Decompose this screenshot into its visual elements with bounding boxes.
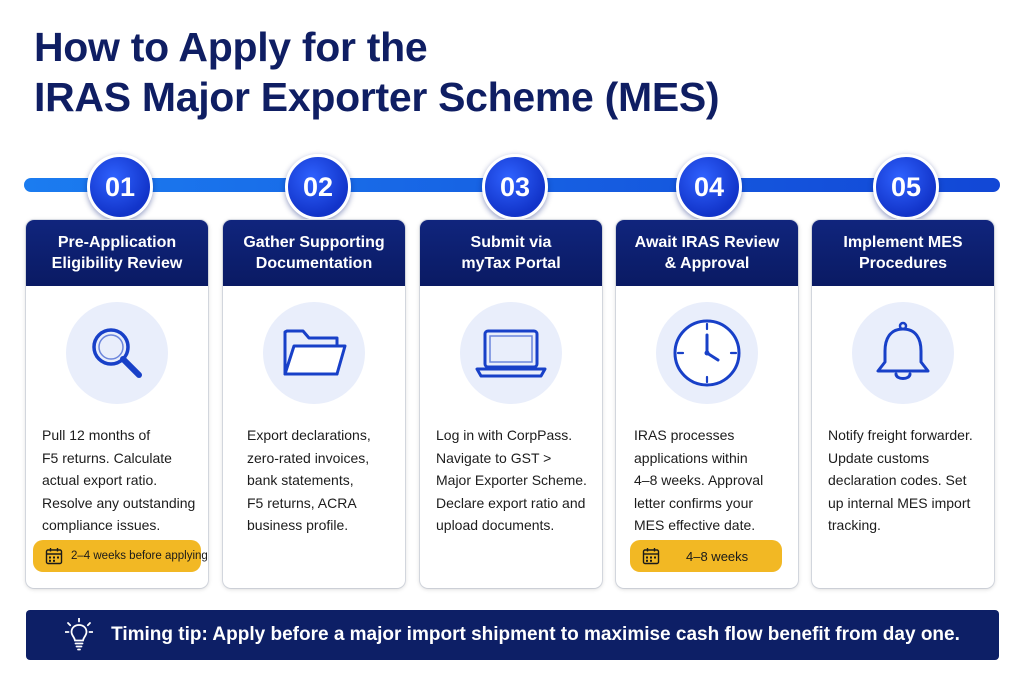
step-card-2-text-line-2: zero-rated invoices, xyxy=(247,449,370,466)
laptop-icon xyxy=(460,302,562,404)
step-card-2-text-line-1: Export declarations, xyxy=(247,427,371,443)
step-card-1-text-line-4: Resolve any outstanding xyxy=(42,494,196,511)
page-title: How to Apply for the IRAS Major Exporter… xyxy=(34,22,720,122)
step-card-4-text-line-2: applications within xyxy=(634,449,748,466)
clock-icon xyxy=(656,302,758,404)
step-number-badge-2: 02 xyxy=(285,154,351,220)
step-card-4-text-line-4: letter confirms your xyxy=(634,494,754,511)
step-card-1: Pre-Application Eligibility Review Pull … xyxy=(26,220,208,588)
step-card-4-header: Await IRAS Review & Approval xyxy=(616,220,798,286)
step-card-4-timing-badge: 4–8 weeks xyxy=(630,540,782,572)
step-card-4-description: IRAS processes applications within 4–8 w… xyxy=(634,424,798,537)
step-card-2-text-line-3: bank statements, xyxy=(247,472,354,488)
step-card-2-title-line-2: Documentation xyxy=(255,255,373,272)
step-card-1-title-line-1: Pre-Application xyxy=(57,234,177,251)
step-card-5-title-line-2: Procedures xyxy=(858,255,948,272)
page-title-line-2: IRAS Major Exporter Scheme (MES) xyxy=(34,74,720,120)
step-card-5-text-line-1: Notify freight forwarder. xyxy=(828,427,973,443)
lightbulb-icon xyxy=(65,618,94,651)
step-card-2-header: Gather Supporting Documentation xyxy=(223,220,405,286)
step-card-5-text-line-4: up internal MES import xyxy=(828,494,971,511)
step-card-3-description: Log in with CorpPass. Navigate to GST > … xyxy=(436,424,602,537)
step-card-1-text-line-5: compliance issues. xyxy=(42,517,161,533)
calendar-icon xyxy=(45,548,63,565)
step-card-1-text-line-3: actual export ratio. xyxy=(42,472,158,488)
step-number-badge-1: 01 xyxy=(87,154,153,220)
step-card-2-title-line-1: Gather Supporting xyxy=(243,234,385,251)
step-card-3-title-line-1: Submit via xyxy=(470,234,552,251)
step-card-5: Implement MES Procedures Notify freight … xyxy=(812,220,994,588)
folder-icon xyxy=(263,302,365,404)
step-card-1-title-line-2: Eligibility Review xyxy=(51,255,183,272)
step-card-4-text-line-3: 4–8 weeks. Approval xyxy=(634,472,764,488)
step-card-3-text-line-4: Declare export ratio and xyxy=(436,494,586,511)
step-card-5-text-line-3: declaration codes. Set xyxy=(828,472,967,488)
step-card-4-title-line-2: & Approval xyxy=(664,255,750,272)
step-card-5-text-line-2: Update customs xyxy=(828,449,930,466)
step-card-1-header: Pre-Application Eligibility Review xyxy=(26,220,208,286)
step-card-1-text-line-1: Pull 12 months of xyxy=(42,427,151,443)
step-number-badge-4: 04 xyxy=(676,154,742,220)
calendar-icon xyxy=(642,548,660,565)
step-card-1-text-line-2: F5 returns. Calculate xyxy=(42,449,172,466)
bell-icon xyxy=(852,302,954,404)
step-card-5-text-line-5: tracking. xyxy=(828,517,881,533)
step-card-2-description: Export declarations, zero-rated invoices… xyxy=(247,424,405,537)
magnifying-glass-icon xyxy=(66,302,168,404)
step-card-2-text-line-5: business profile. xyxy=(247,517,349,533)
step-card-3-text-line-3: Major Exporter Scheme. xyxy=(436,472,587,488)
step-card-4-timing-text: 4–8 weeks xyxy=(686,548,749,564)
step-card-2-text-line-4: F5 returns, ACRA xyxy=(247,494,357,511)
page-title-line-1: How to Apply for the xyxy=(34,24,428,70)
step-card-3-text-line-1: Log in with CorpPass. xyxy=(436,427,573,443)
step-card-1-description: Pull 12 months of F5 returns. Calculate … xyxy=(42,424,208,537)
step-card-1-timing-text: 2–4 weeks before applying xyxy=(71,550,208,562)
step-card-5-description: Notify freight forwarder. Update customs… xyxy=(828,424,994,537)
step-card-4-text-line-5: MES effective date. xyxy=(634,517,756,533)
step-number-badge-3: 03 xyxy=(482,154,548,220)
step-card-4-title-line-1: Await IRAS Review xyxy=(634,234,780,251)
step-card-5-header: Implement MES Procedures xyxy=(812,220,994,286)
step-card-3-text-line-2: Navigate to GST > xyxy=(436,449,552,466)
step-card-1-timing-badge: 2–4 weeks before applying xyxy=(33,540,208,572)
step-number-badge-5: 05 xyxy=(873,154,939,220)
step-card-3-header: Submit via myTax Portal xyxy=(420,220,602,286)
step-card-3-text-line-5: upload documents. xyxy=(436,517,555,533)
step-card-4: Await IRAS Review & Approval IRAS proces… xyxy=(616,220,798,588)
step-card-3-title-line-2: myTax Portal xyxy=(461,255,561,272)
step-card-2: Gather Supporting Documentation Export d… xyxy=(223,220,405,588)
step-card-4-text-line-1: IRAS processes xyxy=(634,427,735,443)
timing-tip-text: Timing tip: Apply before a major import … xyxy=(111,624,960,645)
timing-tip-banner: Timing tip: Apply before a major import … xyxy=(26,610,999,660)
step-card-5-title-line-1: Implement MES xyxy=(843,234,963,251)
step-card-3: Submit via myTax Portal Log in with Corp… xyxy=(420,220,602,588)
